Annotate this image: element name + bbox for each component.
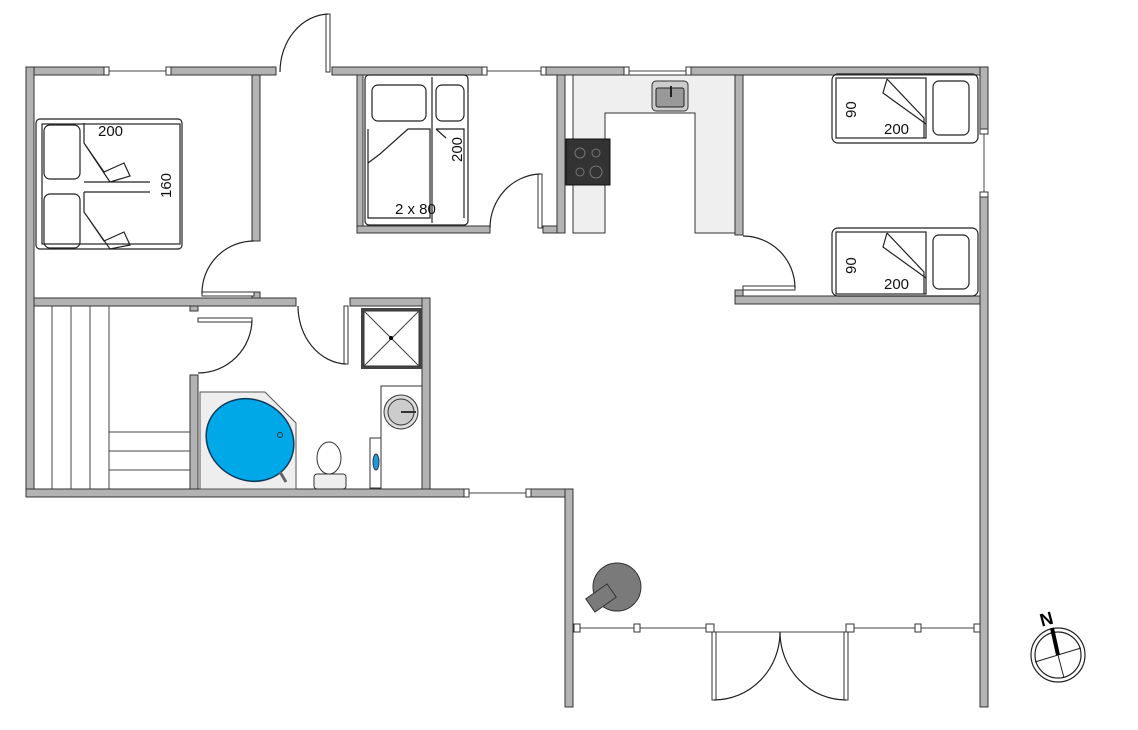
bedroom-3-door (742, 235, 796, 291)
bed-length-label: 200 (884, 276, 909, 293)
terrace-double-door (711, 631, 849, 701)
stove-icon (565, 138, 611, 186)
dining-table (585, 562, 642, 613)
north-label: N (1038, 608, 1056, 631)
bed-width-label: 2 x 80 (395, 201, 436, 218)
compass: N (1030, 608, 1086, 683)
kitchen (565, 74, 736, 234)
double-bed: 200 160 (35, 118, 183, 250)
toilet-icon (316, 441, 342, 475)
windows (103, 66, 989, 633)
sauna-door (197, 317, 253, 374)
bed-width-label: 160 (158, 173, 175, 198)
bed-length-label: 200 (884, 121, 909, 138)
bathroom (199, 308, 423, 490)
single-bed-top: 90 200 (831, 73, 979, 144)
north-needle-icon (1050, 627, 1060, 656)
bedroom-1-door (201, 240, 255, 297)
entrance-door (279, 13, 331, 73)
single-bed-bottom: 90 200 (831, 227, 979, 297)
bed-width-label: 90 (843, 101, 860, 118)
bathroom-door (297, 305, 349, 365)
walls (25, 66, 989, 708)
bed-length-label: 200 (98, 123, 123, 140)
doors (197, 13, 849, 701)
twin-beds: 2 x 80 200 (364, 74, 469, 226)
sauna-benches (51, 306, 190, 489)
bed-width-label: 90 (843, 257, 860, 274)
bed-length-label: 200 (449, 137, 466, 162)
bedroom-2-door (489, 173, 543, 229)
